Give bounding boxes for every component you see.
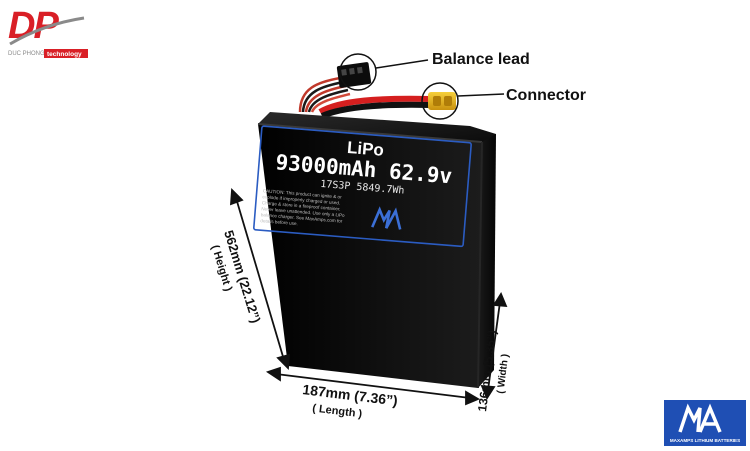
height-arrow [230,187,290,371]
brand-logo: DP DUC PHONG technology [4,4,90,60]
caution-line: explode if improperly charged or used. [262,194,340,205]
caution-line: Charge & store in a fireproof container. [262,200,341,211]
width-arrow [480,292,508,400]
width-caption: ( Width ) [495,353,511,394]
label-ma-logo-icon [371,206,402,230]
wires [298,76,431,119]
maxamps-logo: MAXAMPS LITHIUM BATTERIES [664,400,746,446]
balance-lead-callout-circle [339,53,377,91]
caution-line: details before use. [260,218,298,226]
label-title: LiPo [346,138,384,160]
connector-label: Connector [506,87,586,104]
maxamps-text: MAXAMPS LITHIUM BATTERIES [670,438,740,443]
balance-lead-plug [336,62,372,88]
length-caption: ( Length ) [312,402,364,420]
dp-logo-icon: DP DUC PHONG technology [8,5,88,58]
connector-callout-circle [421,82,459,120]
caution-line: balance charger. See MaxAmps.com for [261,212,343,224]
balance-lead-label: Balance lead [432,51,530,68]
xt-connector [428,92,456,110]
dp-subtitle: DUC PHONG [8,51,45,57]
maxamps-logo-icon: MAXAMPS LITHIUM BATTERIES [664,400,746,446]
label-caution-text: CAUTION: This product can ignite & or ex… [260,188,345,226]
caution-line: Never leave unattended. Use only a LiPo [261,206,345,218]
length-arrow [265,366,481,406]
dp-badge: technology [47,51,82,58]
battery-body [257,112,496,389]
caution-line: CAUTION: This product can ignite & or [263,188,343,199]
